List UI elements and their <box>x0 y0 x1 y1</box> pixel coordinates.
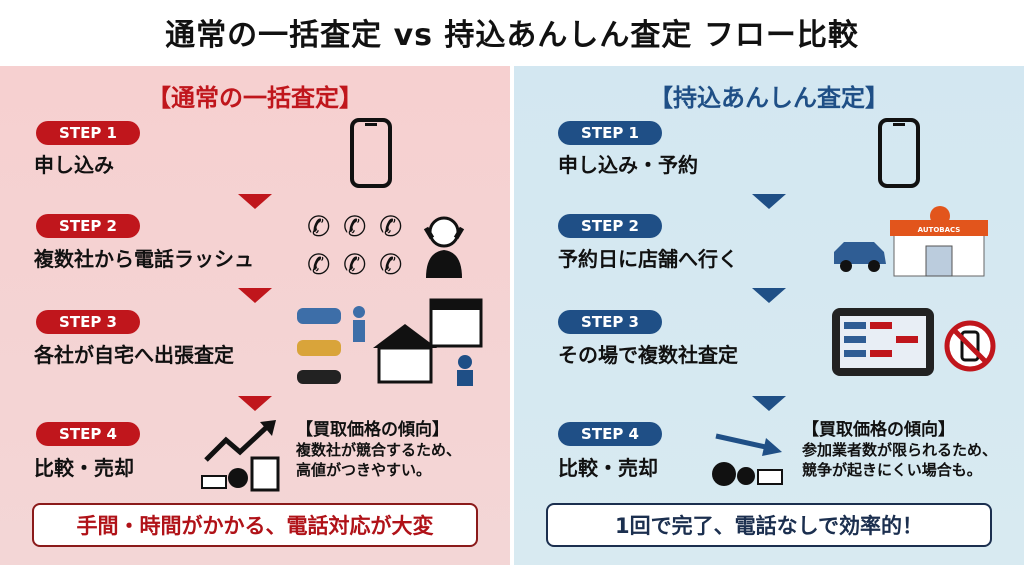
step-label: 申し込み <box>34 153 114 177</box>
step-badge: STEP 2 <box>36 214 140 238</box>
panel-header: 【通常の一括査定】 <box>147 84 363 112</box>
tendency-text: 複数社が競合するため、 <box>296 441 462 459</box>
store-sign: AUTOBACS <box>918 226 961 234</box>
svg-text:✆: ✆ <box>379 248 402 281</box>
svg-text:✆: ✆ <box>343 248 366 281</box>
step-badge: STEP 3 <box>558 310 662 334</box>
price-tendency: 【買取価格の傾向】 複数社が競合するため、 高値がつきやすい。 <box>296 420 461 480</box>
flow-arrow <box>238 194 272 209</box>
step-label: 比較・売却 <box>558 456 658 480</box>
step-label: 比較・売却 <box>34 456 134 480</box>
smartphone-icon <box>878 118 920 188</box>
tendency-title: 【買取価格の傾向】 <box>296 420 449 440</box>
tendency-text: 高値がつきやすい。 <box>296 461 432 479</box>
price-rising-money-icon <box>201 420 280 492</box>
tendency-title: 【買取価格の傾向】 <box>802 420 955 440</box>
panel-header: 【持込あんしん査定】 <box>649 84 889 112</box>
step-label: 各社が自宅へ出張査定 <box>34 343 234 367</box>
step-badge: STEP 4 <box>36 422 140 446</box>
tendency-text: 競争が起きにくい場合も。 <box>802 461 982 479</box>
car-and-store-icon: AUTOBACS <box>834 206 988 277</box>
summary-box: 1回で完了、電話なしで効率的！ <box>546 503 992 547</box>
stressed-person-icon <box>423 216 465 278</box>
step-badge: STEP 4 <box>558 422 662 446</box>
flow-arrow <box>238 288 272 303</box>
summary-box: 手間・時間がかかる、電話対応が大変 <box>32 503 478 547</box>
step-badge: STEP 3 <box>36 310 140 334</box>
price-falling-money-icon <box>712 433 783 486</box>
phone-calls-icon: ✆ ✆ ✆ ✆ ✆ ✆ <box>307 210 402 281</box>
drop-in-appraisal-panel: 【持込あんしん査定】 STEP 1 申し込み・予約 STEP 2 予約日に店舗へ… <box>514 66 1024 565</box>
flow-arrow <box>752 194 786 209</box>
step-label: その場で複数社査定 <box>558 343 738 367</box>
step-badge: STEP 1 <box>558 121 662 145</box>
tablet-bids-icon <box>832 308 934 376</box>
no-phone-icon <box>944 320 996 372</box>
svg-text:✆: ✆ <box>379 210 402 243</box>
page-title: 通常の一括査定 vs 持込あんしん査定 フロー比較 <box>165 18 859 53</box>
step-badge: STEP 1 <box>36 121 140 145</box>
smartphone-icon <box>350 118 392 188</box>
step-badge: STEP 2 <box>558 214 662 238</box>
flow-arrow <box>752 396 786 411</box>
svg-text:✆: ✆ <box>307 210 330 243</box>
home-visit-appraisal-icon <box>297 298 483 386</box>
svg-text:✆: ✆ <box>343 210 366 243</box>
tendency-text: 参加業者数が限られるため、 <box>802 441 998 459</box>
step-label: 複数社から電話ラッシュ <box>34 247 254 271</box>
standard-appraisal-panel: 【通常の一括査定】 STEP 1 申し込み STEP 2 複数社から電話ラッシュ… <box>0 66 510 565</box>
flow-arrow <box>238 396 272 411</box>
svg-text:✆: ✆ <box>307 248 330 281</box>
step-label: 予約日に店舗へ行く <box>558 247 738 271</box>
flow-arrow <box>752 288 786 303</box>
price-tendency: 【買取価格の傾向】 参加業者数が限られるため、 競争が起きにくい場合も。 <box>802 420 997 480</box>
step-label: 申し込み・予約 <box>558 153 698 177</box>
